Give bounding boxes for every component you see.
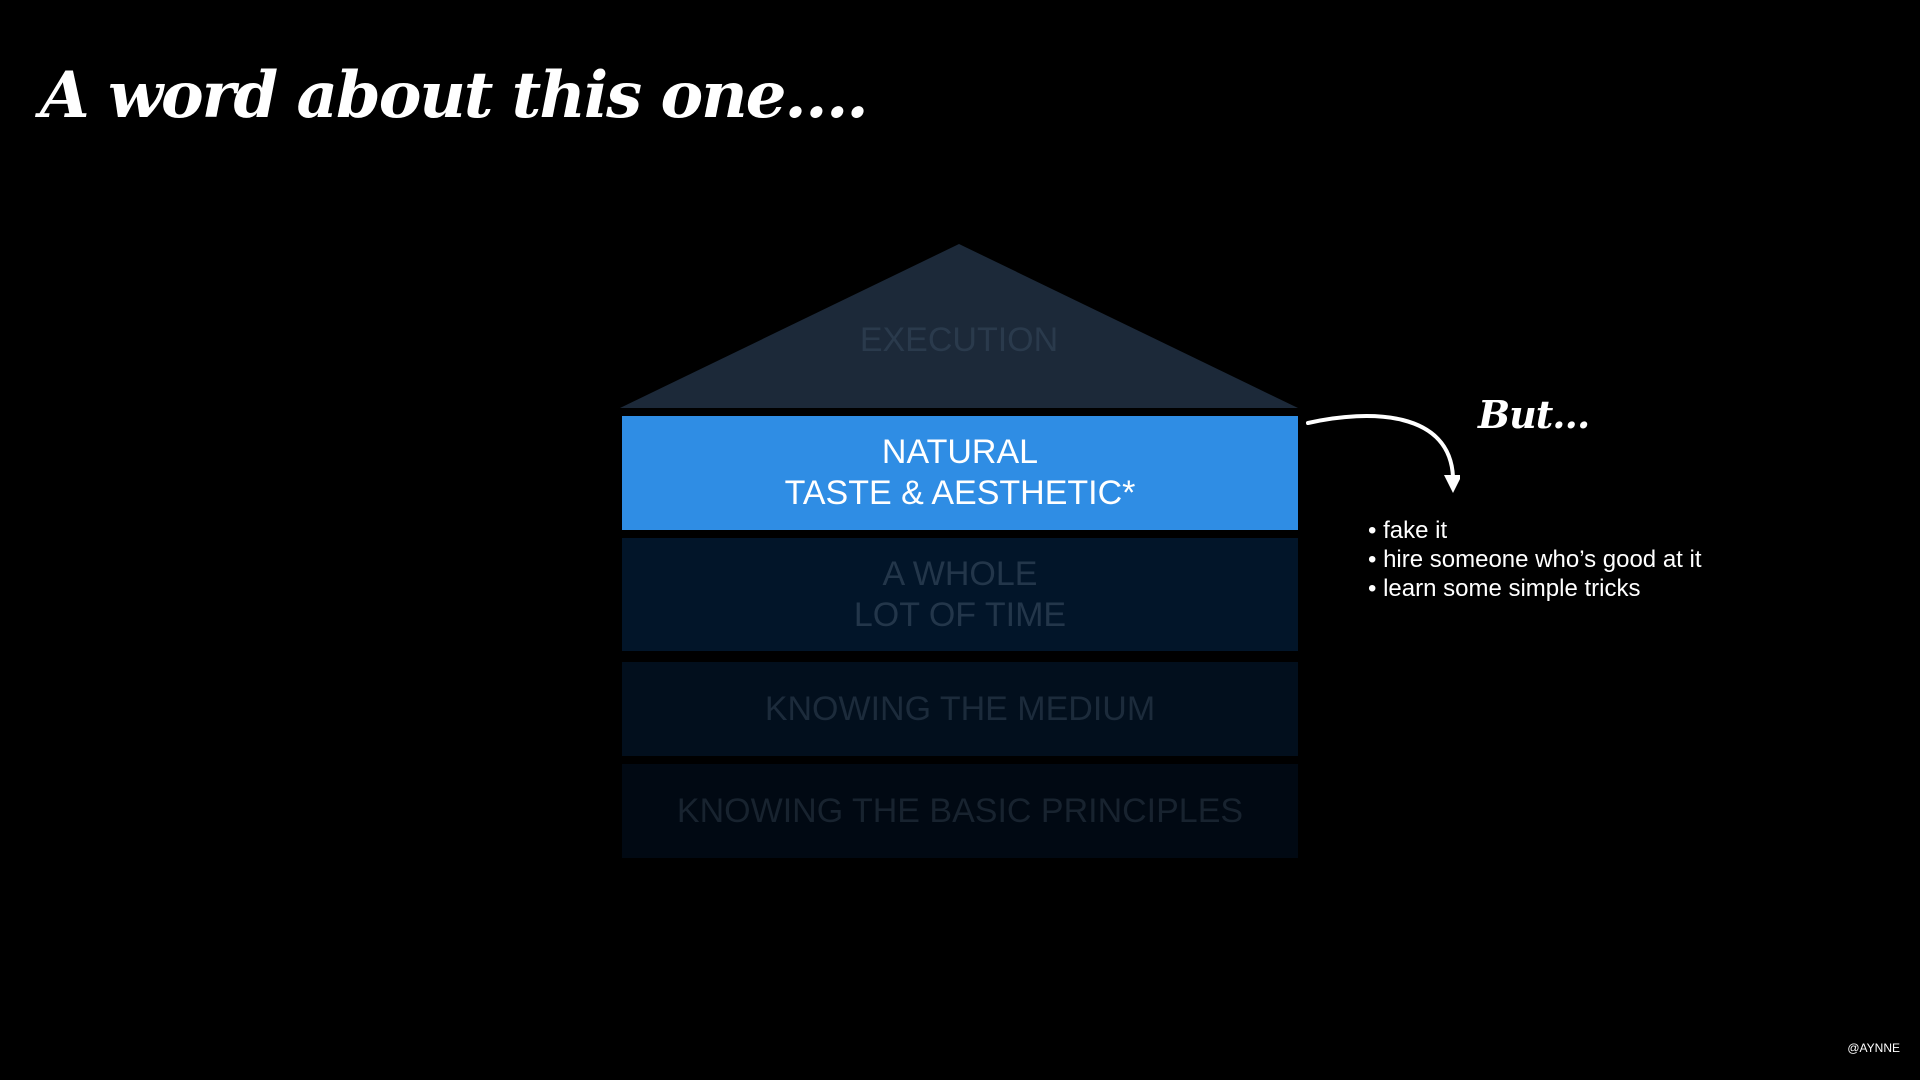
curved-arrow-icon	[1306, 414, 1460, 493]
roof-shape	[620, 244, 1298, 408]
tier-medium: KNOWING THE MEDIUM	[622, 662, 1298, 756]
roof-label-execution: EXECUTION	[859, 321, 1059, 359]
alternatives-list: fake it hire someone who’s good at it le…	[1368, 516, 1702, 603]
author-credit: @AYNNE	[1847, 1041, 1900, 1055]
but-heading: But…	[1478, 392, 1590, 437]
slide-title: A word about this one….	[40, 58, 869, 133]
tier-time: A WHOLE LOT OF TIME	[622, 538, 1298, 651]
tier-basic-principles: KNOWING THE BASIC PRINCIPLES	[622, 764, 1298, 858]
list-item: learn some simple tricks	[1368, 574, 1702, 603]
list-item: hire someone who’s good at it	[1368, 545, 1701, 574]
list-item: fake it	[1368, 516, 1702, 545]
tier-natural-taste: NATURAL TASTE & AESTHETIC*	[622, 416, 1298, 530]
